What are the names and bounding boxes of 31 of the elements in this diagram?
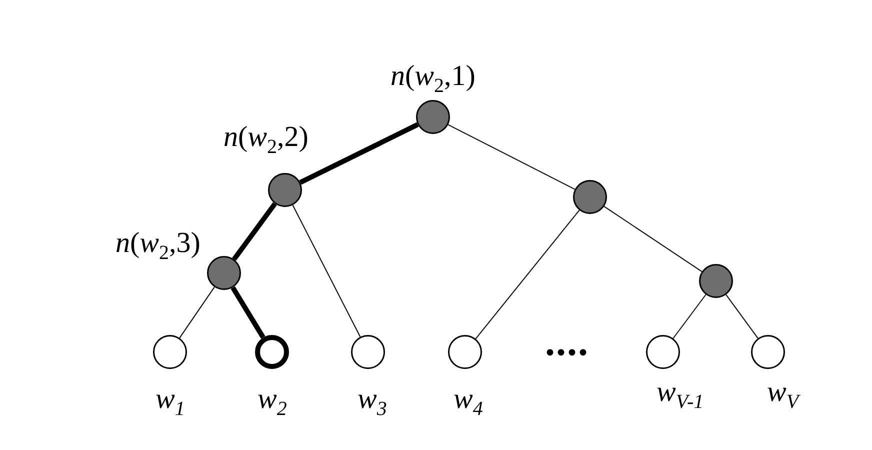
tree-edge (726, 294, 758, 339)
tree-edge (230, 286, 266, 339)
tree-edge (475, 210, 580, 340)
node-label: n(w$_{2}$,2) (224, 122, 308, 152)
tree-edge (232, 202, 277, 261)
leaf-node (255, 335, 289, 369)
leaf-node (751, 335, 785, 369)
leaf-node (646, 335, 680, 369)
inner-tree-node (573, 180, 607, 214)
tree-edge (672, 294, 706, 339)
node-label: n(w$_{2}$,3) (116, 228, 200, 258)
tree-edge (299, 122, 419, 185)
word-label: w$_{V}$ (767, 378, 799, 406)
inner-tree-node (207, 256, 241, 290)
inner-tree-node (699, 264, 733, 298)
word-label: w$_{4}$ (454, 384, 483, 414)
leaf-node (448, 335, 482, 369)
word-label: w$_{3}$ (358, 384, 387, 414)
inner-tree-node (416, 100, 450, 134)
inner-tree-node (268, 173, 302, 207)
word-label: w$_{1}$ (156, 384, 185, 414)
tree-edge (448, 124, 576, 190)
leaf-node (351, 335, 385, 369)
node-label: n(w$_{2}$,1) (390, 62, 476, 90)
ellipsis: .... (545, 322, 589, 362)
tree-edge (179, 286, 215, 338)
word-label: w$_{2}$ (258, 384, 287, 414)
tree-edge (292, 204, 361, 338)
word-label: w$_{V-1}$ (656, 378, 704, 406)
tree-edge (604, 206, 702, 272)
leaf-node (153, 335, 187, 369)
